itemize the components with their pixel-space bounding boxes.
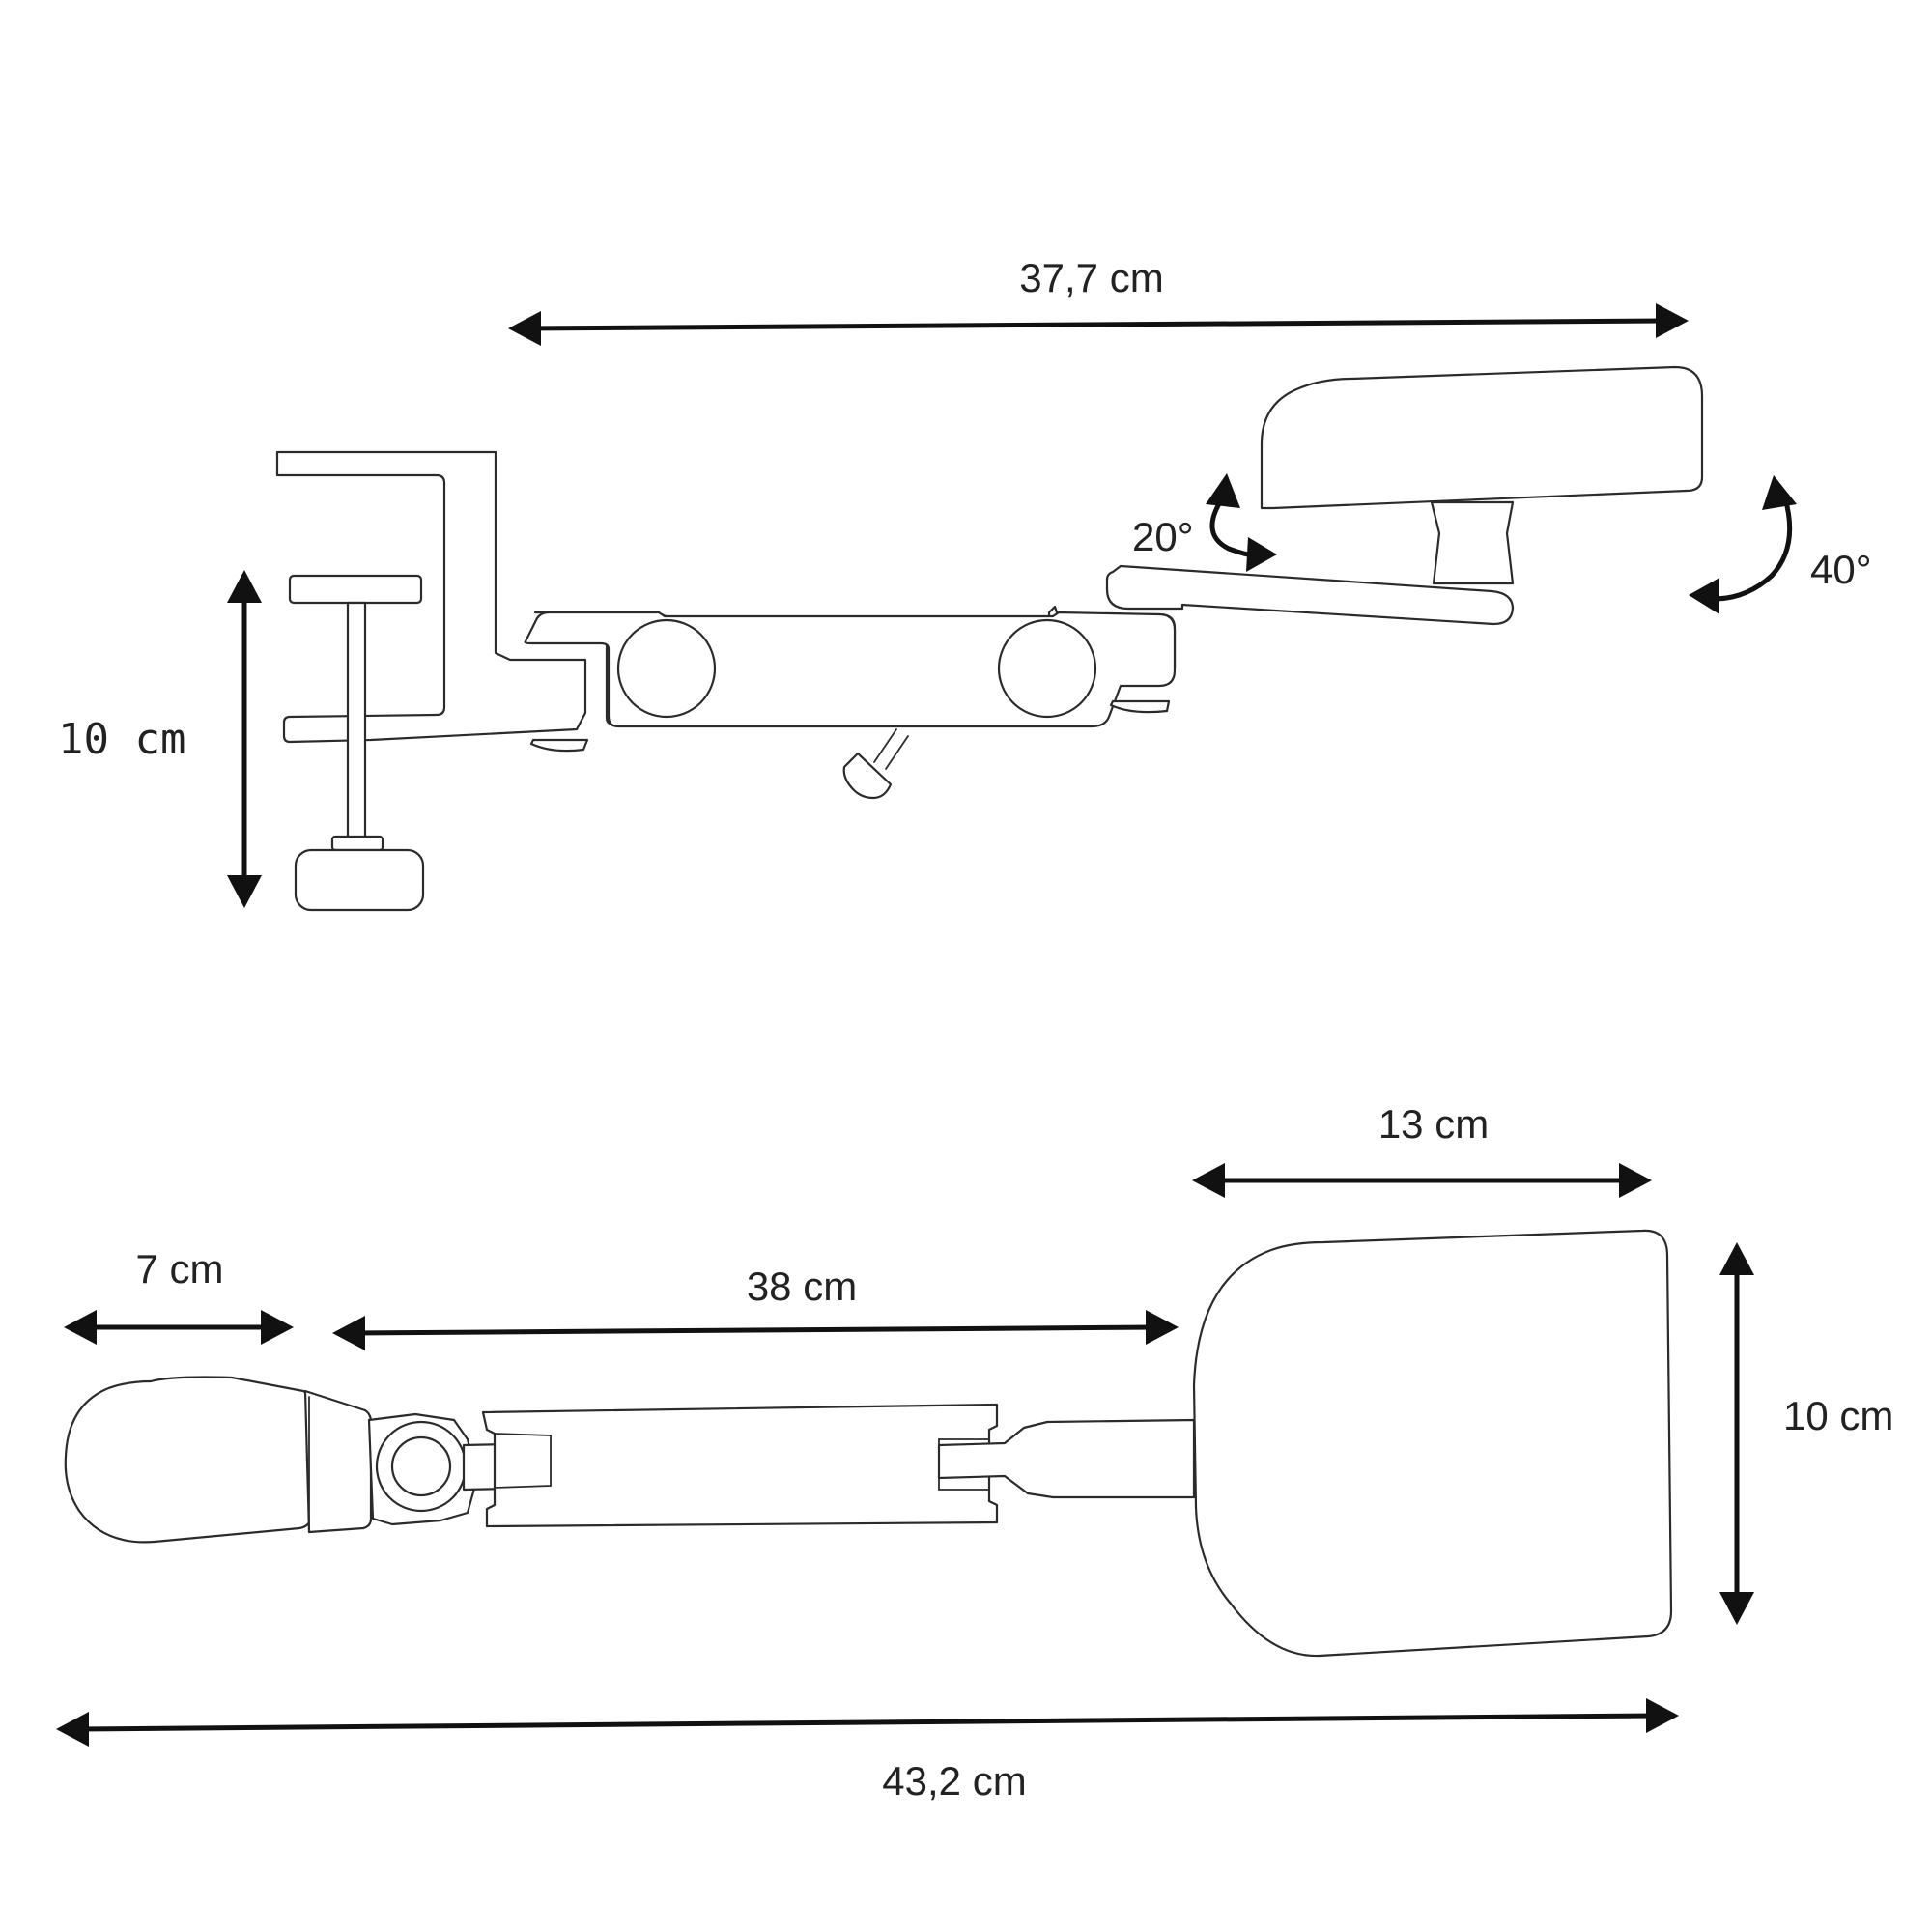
arrowhead-40-top — [1762, 475, 1797, 510]
clamp-foot — [529, 738, 589, 753]
dim-line-43-2 — [76, 1713, 1659, 1732]
pivot-knob-2 — [997, 618, 1097, 719]
top-view — [64, 1229, 1673, 1658]
side-view — [275, 365, 1704, 912]
arrowhead-43-2-left — [56, 1712, 89, 1747]
top-armrest-pad — [1192, 1229, 1673, 1658]
label-pad-depth: 10 cm — [1783, 1393, 1893, 1438]
dim-line-38 — [351, 1324, 1160, 1336]
label-clamp-height: 10 cm — [58, 715, 185, 764]
label-40-degree: 40° — [1810, 547, 1872, 592]
arrowhead-38-left — [332, 1316, 365, 1350]
swivel-column — [1430, 500, 1515, 585]
adjust-rod-2 — [885, 735, 909, 770]
arrowhead-40-bottom — [1689, 578, 1719, 614]
arc-40-degree — [1713, 497, 1793, 602]
clamp-frame — [275, 450, 587, 744]
arrowhead-clamp-top — [227, 570, 262, 603]
adjust-knob — [842, 752, 893, 800]
pad-support-plate — [1105, 564, 1515, 626]
top-clamp-pad — [64, 1376, 313, 1544]
arrowhead-13-right — [1619, 1163, 1652, 1198]
label-20-degree: 20° — [1132, 514, 1194, 559]
arrowhead-37-7-left — [508, 311, 541, 346]
arrowhead-43-2-right — [1646, 1698, 1679, 1733]
arrowhead-13-left — [1192, 1163, 1225, 1198]
arrowhead-depth-top — [1719, 1242, 1754, 1275]
arrowhead-7-left — [64, 1310, 97, 1345]
label-38: 38 cm — [747, 1264, 857, 1309]
clamp-screw-collar — [330, 835, 384, 852]
clamp-top-plate — [288, 574, 423, 605]
arrowhead-37-7-right — [1656, 303, 1689, 338]
label-37-7: 37,7 cm — [1019, 255, 1163, 300]
clamp-knob — [294, 848, 425, 912]
side-armrest-pad — [1260, 365, 1704, 510]
dim-line-37-7 — [521, 318, 1666, 331]
hinge-ring-inner — [390, 1435, 452, 1497]
arrowhead-20-bottom — [1246, 537, 1277, 572]
elbow-foot — [1109, 699, 1171, 714]
label-43-2: 43,2 cm — [882, 1758, 1026, 1804]
rail-left-slot — [494, 1433, 552, 1489]
top-arm-rail — [481, 1403, 999, 1528]
top-clamp-neck — [303, 1389, 373, 1534]
arrowhead-38-right — [1146, 1310, 1179, 1345]
arrowhead-20-top — [1206, 473, 1240, 508]
arrowhead-depth-bottom — [1719, 1592, 1754, 1625]
adjust-rod — [873, 728, 897, 763]
pivot-knob-1 — [616, 618, 717, 719]
arrowhead-clamp-bottom — [227, 875, 262, 908]
clamp-screw — [346, 601, 367, 841]
pad-connector — [937, 1418, 1196, 1499]
arrowhead-7-right — [261, 1310, 294, 1345]
dimensions: 37,7 cm 10 cm 20° 40° 13 cm 7 cm 38 cm — [56, 255, 1893, 1804]
label-13: 13 cm — [1378, 1101, 1489, 1147]
label-7: 7 cm — [135, 1246, 223, 1292]
